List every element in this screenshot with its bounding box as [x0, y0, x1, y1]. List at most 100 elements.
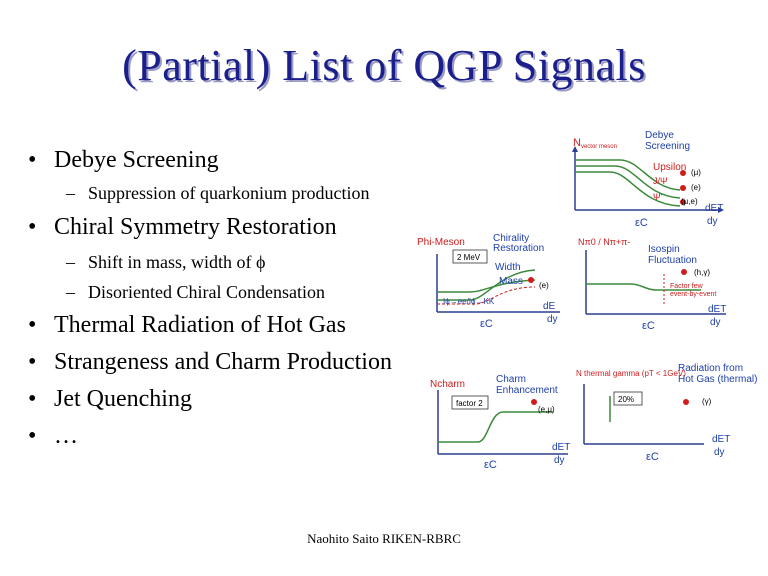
subbullet-quarkonium: –Suppression of quarkonium production	[66, 183, 369, 204]
annotation-box-text: 2 MeV	[457, 253, 481, 262]
figure-charm-enhancement: Ncharm Charm Enhancement factor 2 (e,μ) …	[428, 372, 588, 472]
bullet-debye-screening: • Debye Screening	[28, 147, 219, 174]
marker-label: (μ)	[691, 168, 701, 177]
series-upsilon: Upsilon	[653, 162, 686, 173]
x-frac-bottom: dy	[547, 314, 558, 325]
figure-debye-screening: Nvector meson Debye Screening Upsilon J/…	[565, 128, 735, 228]
x-frac-top: dET	[712, 434, 730, 445]
curve-psiprime	[575, 171, 681, 207]
figure-chirality-restoration: Phi-Meson Chirality Restoration 2 MeV Wi…	[415, 232, 575, 332]
y-axis-arrow	[572, 146, 578, 152]
slide-title: (Partial) List of QGP Signals	[122, 41, 646, 90]
marker-dot	[680, 199, 686, 205]
curve-jpsi	[575, 165, 681, 199]
mass-label: Mass	[499, 276, 523, 287]
fig-title-line1: Isospin	[648, 244, 680, 255]
x-label: εC	[646, 451, 659, 462]
bullet-text: …	[54, 423, 78, 449]
x-label: εC	[642, 320, 655, 332]
bullet-text: Debye Screening	[54, 147, 219, 173]
x-label: εC	[635, 217, 648, 228]
footer-author: Naohito Saito RIKEN-RBRC	[307, 531, 461, 546]
marker-dot	[683, 399, 689, 405]
annotation-box	[613, 391, 643, 406]
curve-width	[437, 279, 536, 293]
bullet-list: •Debye Screening –Suppression of quarkon…	[28, 147, 392, 450]
subbullet-dcc: –Disoriented Chiral Condensation	[66, 282, 325, 303]
marker-label: (μ,e)	[681, 197, 698, 206]
figure-thermal-radiation: N thermal gamma (pT < 1GeV) Radiation fr…	[574, 362, 768, 462]
annotation-box	[452, 249, 488, 264]
marker-label: (γ)	[702, 397, 712, 406]
marker-label: (e)	[539, 281, 549, 290]
fig-ylabel: Phi-Meson	[417, 237, 465, 248]
fig-title-line2: Restoration	[493, 243, 544, 254]
bullet-marker: •	[28, 312, 37, 338]
curve-isospin	[586, 283, 701, 291]
fig-title-line2: Enhancement	[496, 385, 558, 396]
dash-marker: –	[66, 252, 75, 272]
marker-dot	[680, 185, 686, 191]
fig-title-line1: Charm	[496, 374, 526, 385]
bullet-strangeness-charm: • Strangeness and Charm Production	[28, 349, 392, 376]
bullet-text: Chiral Symmetry Restoration	[54, 214, 337, 240]
x-frac-top: dE	[543, 301, 556, 312]
bullet-ellipsis: •…	[28, 423, 78, 450]
series-psiprime: Ψ'	[653, 192, 663, 202]
annotation-box	[451, 395, 489, 410]
x-frac-bottom: dy	[707, 216, 718, 227]
bullet-thermal-radiation: • Thermal Radiation of Hot Gas	[28, 312, 346, 339]
fig-ylabel: Nπ0 / Nπ+π-	[578, 237, 630, 247]
fig-title-line2: Fluctuation	[648, 255, 697, 266]
fig-title-line1: Debye	[645, 130, 674, 141]
dash-marker: –	[66, 183, 75, 203]
curve-charm	[438, 411, 553, 443]
subbullet-text: Suppression of quarkonium production	[88, 183, 370, 203]
width-label: Width	[495, 262, 521, 273]
fig-title-line1: Radiation from	[678, 363, 743, 374]
fig-title-line2: Screening	[645, 141, 690, 152]
note-line1: Factor few	[670, 283, 704, 290]
fig-title-line1: Chirality	[493, 233, 529, 244]
ratio-label: Iϕ→ee/Iϕ→KK	[443, 297, 495, 306]
marker-label: (e)	[691, 183, 701, 192]
marker-dot	[681, 269, 687, 275]
x-label: εC	[480, 318, 493, 330]
marker-dot	[528, 277, 534, 283]
subbullet-text: Disoriented Chiral Condensation	[88, 282, 325, 302]
fig-ylabel: N thermal gamma (pT < 1GeV)	[576, 369, 686, 378]
bullet-marker: •	[28, 349, 37, 375]
annotation-box-text: factor 2	[456, 399, 483, 408]
bullet-text: Jet Quenching	[54, 386, 192, 412]
fig-ylabel: Nvector meson	[573, 137, 617, 150]
marker-dot	[531, 399, 537, 405]
bullet-marker: •	[28, 147, 37, 173]
x-frac-bottom: dy	[714, 447, 725, 458]
x-label: εC	[484, 459, 497, 471]
bullet-chiral-symmetry: • Chiral Symmetry Restoration	[28, 214, 337, 241]
bullet-marker: •	[28, 423, 37, 449]
curve-ratio	[437, 286, 536, 305]
bullet-text: Strangeness and Charm Production	[54, 349, 392, 375]
annotation-box-text: 20%	[618, 395, 634, 404]
curve-mass	[437, 269, 536, 301]
bullet-marker: •	[28, 386, 37, 412]
fig-ylabel: Ncharm	[430, 379, 465, 390]
x-frac-top: dET	[708, 304, 726, 315]
marker-label: (h,γ)	[694, 268, 710, 277]
fig-title-line2: Hot Gas (thermal)	[678, 374, 757, 385]
series-jpsi: J/Ψ	[653, 176, 668, 186]
marker-dot	[680, 170, 686, 176]
x-frac-bottom: dy	[710, 317, 721, 328]
x-frac-top: dET	[705, 203, 723, 214]
x-frac-bottom: dy	[554, 455, 565, 466]
bullet-marker: •	[28, 214, 37, 240]
dash-marker: –	[66, 282, 75, 302]
subbullet-text: Shift in mass, width of ϕ	[88, 252, 266, 272]
curve-upsilon	[575, 159, 681, 191]
x-axis-arrow	[718, 207, 724, 213]
note-line2: event-by-event	[670, 291, 716, 298]
bullet-text: Thermal Radiation of Hot Gas	[54, 312, 346, 338]
x-frac-top: dET	[552, 442, 570, 453]
subbullet-phi-shift: –Shift in mass, width of ϕ	[66, 252, 265, 273]
